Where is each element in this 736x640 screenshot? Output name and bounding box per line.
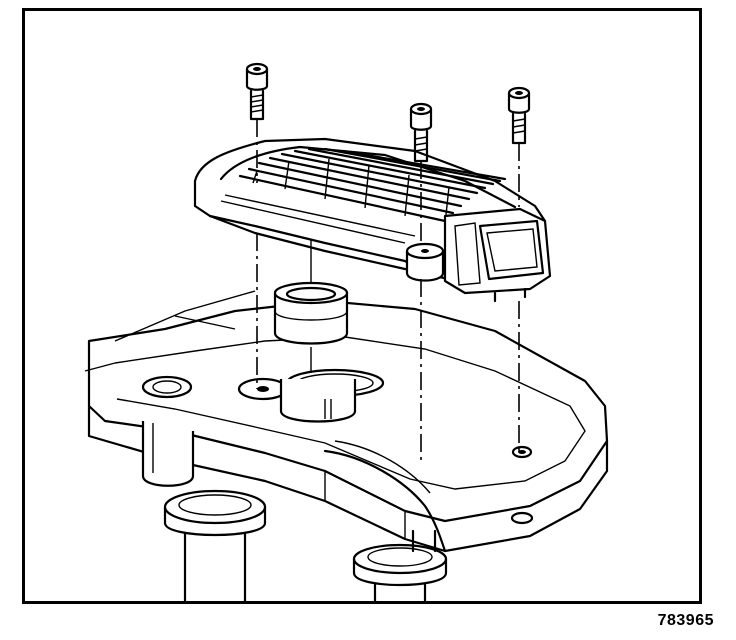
exploded-view-illustration	[84, 62, 609, 601]
illustration-frame	[22, 8, 702, 604]
bolt-left	[245, 62, 269, 121]
alignment-lines	[256, 119, 520, 461]
coil-tower-right	[352, 511, 534, 601]
bolt-center	[409, 102, 433, 163]
figure-number: 783965	[657, 612, 714, 629]
module-connector	[443, 207, 552, 303]
bolt-right	[507, 86, 531, 145]
seal-gasket	[273, 281, 357, 423]
coil-tower-left	[141, 421, 267, 601]
